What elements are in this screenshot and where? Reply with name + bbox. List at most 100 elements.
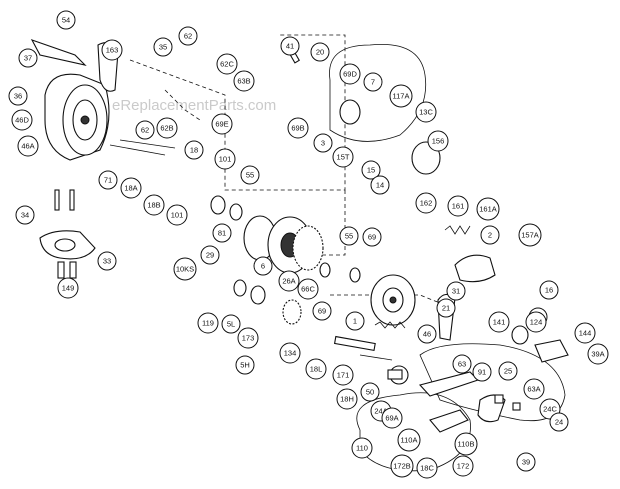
callout-117a: 117A: [389, 84, 413, 108]
callout-ring: [360, 382, 380, 402]
callout-ring: [332, 364, 354, 386]
callout-number: 69D: [343, 70, 357, 79]
callout-15t: 15T: [332, 146, 354, 168]
callout-ring: [312, 301, 332, 321]
callout-ring: [454, 432, 478, 456]
callout-1: 1: [345, 311, 365, 331]
callout-5l: 5L: [221, 314, 241, 334]
callout-18c: 18C: [416, 457, 438, 479]
callout-ring: [339, 226, 359, 246]
callout-number: 18H: [340, 395, 354, 404]
callout-number: 3: [321, 139, 325, 148]
callout-62: 62: [178, 26, 198, 46]
callout-ring: [101, 39, 123, 61]
callout-ring: [446, 281, 466, 301]
callout-number: 66C: [301, 285, 315, 294]
gear-icon: [243, 215, 324, 274]
callout-number: 50: [366, 388, 374, 397]
callout-number: 157A: [521, 231, 539, 240]
callout-number: 21: [442, 304, 450, 313]
callout-69: 69: [362, 227, 382, 247]
callout-number: 18C: [420, 464, 434, 473]
callout-3: 3: [313, 133, 333, 153]
callout-number: 37: [24, 54, 32, 63]
callout-number: 26A: [282, 277, 295, 286]
callout-ring: [214, 148, 236, 170]
callout-number: 62: [141, 126, 149, 135]
callout-number: 172: [457, 462, 470, 471]
callout-63a: 63A: [523, 378, 545, 400]
callout-number: 149: [62, 284, 75, 293]
callout-162: 162: [415, 192, 437, 214]
callout-number: 24A: [374, 407, 387, 416]
callout-number: 1: [353, 317, 357, 326]
callout-69a: 69A: [381, 407, 403, 429]
callout-144: 144: [574, 322, 596, 344]
callout-46a: 46A: [17, 135, 39, 157]
callout-141: 141: [488, 311, 510, 333]
callout-18b: 18B: [143, 194, 165, 216]
callout-173: 173: [237, 327, 259, 349]
callout-ring: [436, 298, 456, 318]
callout-ring: [178, 26, 198, 46]
callout-ring: [279, 342, 301, 364]
callout-119: 119: [197, 312, 219, 334]
callout-number: 163: [106, 46, 119, 55]
callout-ring: [351, 437, 373, 459]
callout-101: 101: [166, 204, 188, 226]
callout-number: 119: [202, 319, 214, 328]
callout-number: 91: [478, 368, 486, 377]
callout-50: 50: [360, 382, 380, 402]
callout-ring: [287, 117, 309, 139]
callout-number: 161A: [479, 205, 497, 214]
callout-number: 31: [452, 287, 460, 296]
callout-ring: [523, 378, 545, 400]
callout-ring: [336, 388, 358, 410]
reel-frame-icon: [30, 39, 166, 161]
callout-number: 69E: [215, 120, 228, 129]
callout-ring: [120, 177, 142, 199]
callout-ring: [211, 113, 233, 135]
callout-ring: [452, 354, 472, 374]
callout-156: 156: [427, 130, 449, 152]
callout-ring: [237, 327, 259, 349]
callout-number: 162: [420, 199, 433, 208]
callout-18a: 18A: [120, 177, 142, 199]
callout-29: 29: [200, 245, 220, 265]
callout-69e: 69E: [211, 113, 233, 135]
callout-ring: [415, 192, 437, 214]
callout-number: 18L: [310, 365, 323, 374]
callout-number: 36: [14, 92, 22, 101]
callout-62b: 62B: [156, 117, 178, 139]
callout-ring: [370, 175, 390, 195]
callout-ring: [15, 205, 35, 225]
callout-31: 31: [446, 281, 466, 301]
callout-62c: 62C: [216, 53, 238, 75]
callout-18: 18: [184, 140, 204, 160]
callout-number: 2: [488, 231, 492, 240]
callout-number: 101: [219, 155, 232, 164]
callout-ring: [305, 358, 327, 380]
callout-24: 24: [549, 412, 569, 432]
callout-149: 149: [57, 277, 79, 299]
callout-124: 124: [525, 311, 547, 333]
callout-ring: [339, 63, 361, 85]
callout-number: 134: [284, 349, 297, 358]
group-outline-clamp: [164, 89, 201, 121]
callout-number: 14: [376, 181, 384, 190]
callout-ring: [278, 270, 300, 292]
group-outline-lower: [330, 294, 446, 306]
callout-ring: [415, 101, 437, 123]
callout-number: 63: [458, 360, 466, 369]
callout-number: 81: [218, 229, 226, 238]
callout-37: 37: [18, 48, 38, 68]
callout-ring: [200, 245, 220, 265]
callout-35: 35: [153, 37, 173, 57]
callout-163: 163: [101, 39, 123, 61]
callout-5h: 5H: [235, 355, 255, 375]
callout-number: 13C: [419, 108, 433, 117]
callout-ring: [574, 322, 596, 344]
callout-number: 62: [184, 32, 192, 41]
